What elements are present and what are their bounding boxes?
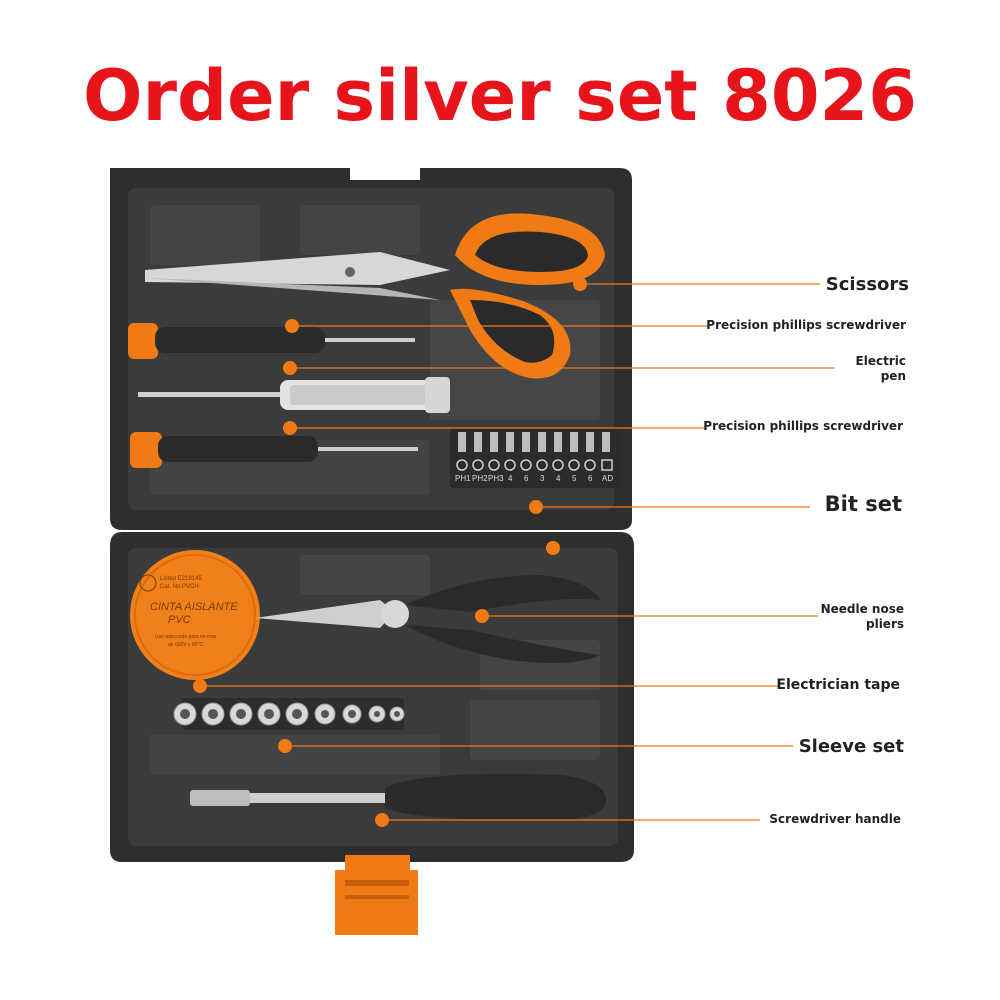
bit-label: 5: [572, 474, 577, 483]
electrician-tape: [130, 550, 260, 680]
bit-label: PH3: [488, 474, 504, 483]
label-bit-set: Bit set: [824, 492, 902, 516]
scissors: [145, 213, 605, 379]
tape-line1: CINTA AISLANTE: [150, 601, 238, 613]
label-scissors: Scissors: [825, 274, 909, 295]
label-precision-screwdriver-1: Precision phillips screwdriver: [706, 318, 906, 332]
bit-label: AD: [602, 474, 614, 483]
tape-line2: PVC: [168, 614, 191, 626]
tape-cat: Cat. No.PVCH: [160, 584, 199, 590]
bit-set: [450, 428, 620, 488]
label-electric-pen-line2: pen: [880, 369, 906, 383]
label-electric-pen-line1: Electric: [855, 354, 906, 368]
label-needle-line1: Needle nose: [820, 602, 904, 616]
needle-nose-pliers: [255, 575, 600, 664]
label-electrician-tape: Electrician tape: [776, 677, 900, 693]
tape-listed: Listed E219145: [160, 576, 202, 582]
bit-label: 4: [556, 474, 561, 483]
callout-lines: [200, 283, 835, 821]
bit-label: 4: [508, 474, 513, 483]
bit-label: 6: [524, 474, 529, 483]
page-title: Order silver set 8026: [83, 55, 917, 137]
electric-pen: [138, 377, 450, 413]
label-needle-line2: pliers: [865, 617, 904, 631]
sleeve-set: [173, 698, 405, 730]
label-screwdriver-handle: Screwdriver handle: [769, 812, 901, 826]
label-sleeve-set: Sleeve set: [798, 736, 904, 757]
tape-small2: de 600V y 80°C: [168, 642, 204, 648]
label-precision-screwdriver-2: Precision phillips screwdriver: [703, 419, 903, 433]
bit-label: PH2: [472, 474, 488, 483]
tape-small1: Uso adecuado para no mas: [155, 634, 217, 640]
callout-dots: [193, 277, 587, 827]
precision-screwdriver-1: [128, 323, 415, 359]
precision-screwdriver-2: [130, 432, 418, 468]
bit-label: 3: [540, 474, 545, 483]
bit-label: PH1: [455, 474, 471, 483]
bit-label: 6: [588, 474, 593, 483]
case-latch: [335, 855, 418, 935]
screwdriver-handle: [190, 773, 606, 821]
